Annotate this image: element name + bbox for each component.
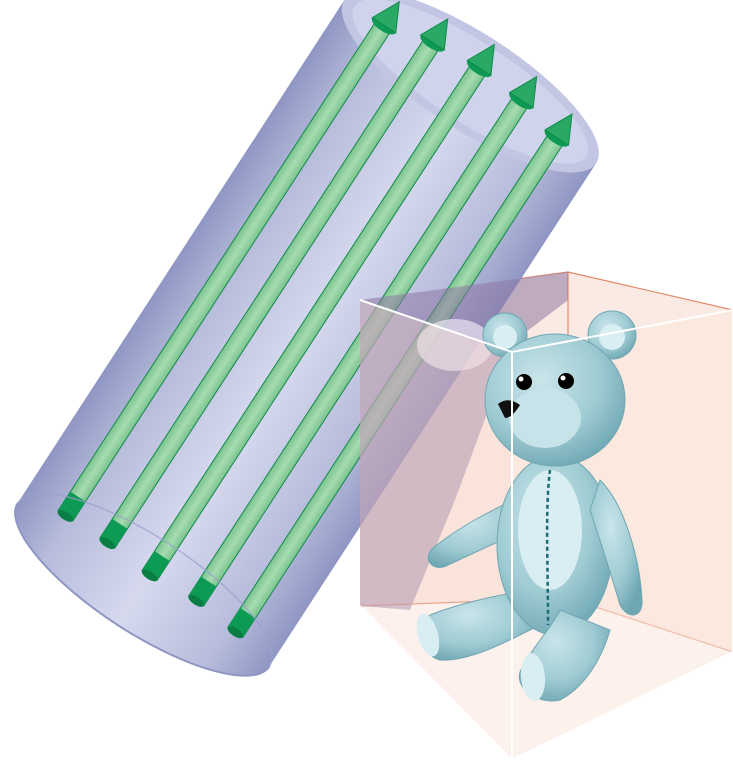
bear-muzzle xyxy=(509,388,581,448)
bear-right-eye-glint xyxy=(561,376,566,381)
bear-right-ear-inner xyxy=(599,324,625,350)
bear-left-ear-inner xyxy=(493,325,517,349)
bear-belly xyxy=(518,470,582,590)
bear-left-eye xyxy=(516,374,532,390)
bear-right-eye xyxy=(558,373,574,389)
bear-left-eye-glint xyxy=(519,377,524,382)
